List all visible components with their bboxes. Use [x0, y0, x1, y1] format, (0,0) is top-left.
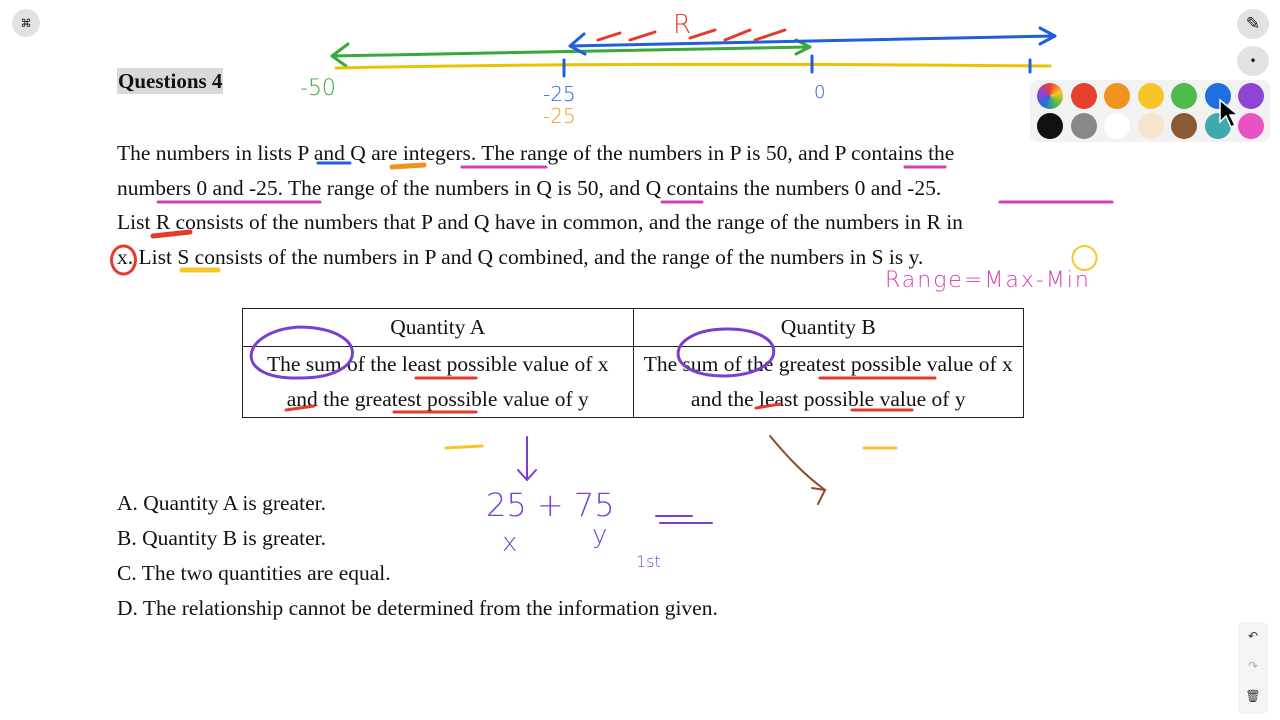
mouse-cursor-icon [1219, 98, 1240, 129]
history-toolbar: ↶ ↷ 🗑 [1238, 622, 1268, 714]
trash-icon: 🗑 [1245, 689, 1261, 703]
cell-quantity-b: The sum of the greatest possible value o… [632, 346, 1024, 418]
color-swatch[interactable] [1037, 83, 1063, 109]
color-swatch[interactable] [1171, 113, 1197, 139]
quantity-table: Quantity A Quantity B The sum of the lea… [242, 308, 1024, 418]
header-quantity-a: Quantity A [242, 308, 634, 347]
tick-marks [562, 54, 1032, 78]
redo-button[interactable]: ↷ [1238, 652, 1268, 680]
choice-d[interactable]: D. The relationship cannot be determined… [117, 596, 718, 620]
color-swatch[interactable] [1238, 113, 1264, 139]
color-swatch[interactable] [1070, 113, 1097, 139]
annotation-y: y [592, 520, 608, 550]
color-swatch[interactable] [1171, 83, 1197, 109]
stroke-size-button[interactable]: • [1237, 46, 1269, 76]
annotation-first: 1st [636, 552, 661, 571]
annotation-x: x [502, 528, 518, 558]
color-swatch[interactable] [1037, 113, 1063, 139]
color-swatch[interactable] [1070, 83, 1097, 109]
blue-arrow-line [568, 26, 1057, 56]
cell-quantity-a: The sum of the least possible value of x… [242, 346, 634, 418]
color-swatch[interactable] [1104, 113, 1130, 139]
question-text: The numbers in lists P and Q are integer… [117, 136, 1157, 275]
yellow-number-line [334, 62, 1052, 70]
question-line: numbers 0 and -25. The range of the numb… [117, 175, 942, 200]
red-dashes [596, 28, 787, 42]
question-line: The numbers in lists P and Q are integer… [117, 141, 955, 165]
pen-icon: ✎ [1245, 14, 1261, 34]
header-quantity-b: Quantity B [632, 308, 1024, 347]
color-palette [1030, 80, 1270, 142]
annotation-minus25-orange: -25 [543, 104, 576, 128]
undo-button[interactable]: ↶ [1238, 622, 1268, 650]
annotation-minus25-blue: -25 [543, 82, 576, 106]
choice-b[interactable]: B. Quantity B is greater. [117, 526, 326, 550]
question-line: x. List S consists of the numbers in P a… [117, 245, 924, 270]
clear-button[interactable]: 🗑 [1238, 682, 1268, 710]
brown-arrow [769, 435, 827, 505]
annotation-R: R [673, 10, 692, 40]
underline-y [444, 444, 898, 450]
dot-icon: • [1249, 54, 1257, 68]
color-swatch[interactable] [1238, 83, 1264, 109]
question-title: Questions 4 [117, 68, 224, 94]
color-swatch[interactable] [1137, 113, 1164, 139]
purple-down-arrow [517, 436, 537, 482]
undo-icon: ↶ [1247, 629, 1259, 643]
purple-equals [655, 515, 713, 524]
question-line: List R consists of the numbers that P an… [117, 210, 963, 235]
menu-button[interactable]: ⌘ [12, 9, 40, 37]
annotation-sum: 25 + 75 [486, 486, 615, 524]
choice-c[interactable]: C. The two quantities are equal. [117, 561, 391, 585]
pen-tool-button[interactable]: ✎ [1237, 9, 1269, 39]
color-swatch[interactable] [1104, 83, 1130, 109]
redo-icon: ↷ [1247, 659, 1259, 673]
green-arrow-line [330, 38, 812, 68]
annotation-zero: 0 [814, 82, 826, 103]
annotation-range-formula: Range=Max-Min [885, 268, 1091, 293]
choice-a[interactable]: A. Quantity A is greater. [117, 491, 326, 515]
annotation-minus50: -50 [300, 76, 336, 101]
command-icon: ⌘ [20, 16, 32, 30]
color-swatch[interactable] [1137, 83, 1164, 109]
